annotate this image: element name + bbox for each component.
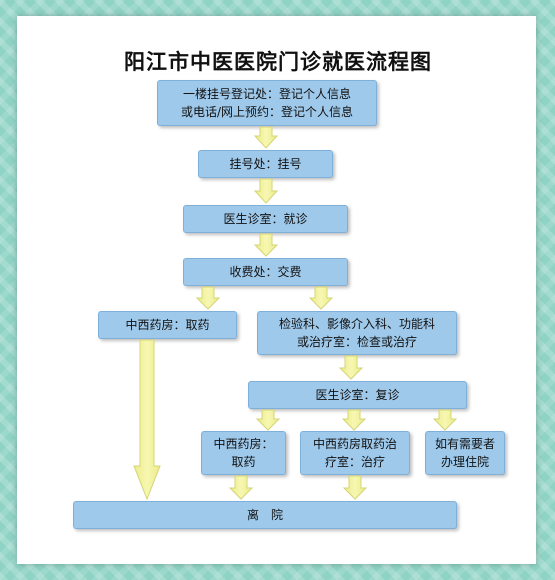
step-pharmacy-a-label: 中西药房：取药 bbox=[125, 318, 210, 332]
step-register: 一楼挂号登记处：登记个人信息 或电话/网上预约：登记个人信息 bbox=[157, 80, 377, 126]
step-payment-label: 收费处：交费 bbox=[229, 265, 302, 279]
step-pharmacy-a: 中西药房：取药 bbox=[98, 311, 237, 339]
step-payment: 收费处：交费 bbox=[183, 258, 348, 286]
step-revisit-label: 医生诊室：复诊 bbox=[315, 388, 400, 402]
step-doctor: 医生诊室：就诊 bbox=[183, 205, 348, 233]
step-hospitalize-line2: 办理住院 bbox=[440, 455, 489, 469]
step-exam: 检验科、影像介入科、功能科 或治疗室：检查或治疗 bbox=[257, 311, 457, 355]
step-doctor-label: 医生诊室：就诊 bbox=[223, 212, 308, 226]
page-title: 阳江市中医医院门诊就医流程图 bbox=[124, 50, 432, 74]
step-revisit: 医生诊室：复诊 bbox=[248, 381, 467, 409]
step-pharmacy-b: 中西药房： 取药 bbox=[201, 431, 286, 475]
step-guahao-label: 挂号处：挂号 bbox=[229, 157, 302, 171]
step-leave: 离 院 bbox=[73, 501, 457, 529]
step-hospitalize: 如有需要者 办理住院 bbox=[425, 431, 505, 475]
step-guahao: 挂号处：挂号 bbox=[198, 150, 333, 178]
step-pharmacy-treatment-line2: 疗室：治疗 bbox=[324, 455, 385, 469]
step-leave-label: 离 院 bbox=[246, 508, 283, 522]
step-pharmacy-treatment-line1: 中西药房取药治 bbox=[312, 437, 397, 451]
step-hospitalize-line1: 如有需要者 bbox=[434, 437, 495, 451]
step-exam-line1: 检验科、影像介入科、功能科 bbox=[278, 317, 435, 331]
step-exam-line2: 或治疗室：检查或治疗 bbox=[296, 335, 417, 349]
step-pharmacy-b-line1: 中西药房： bbox=[213, 437, 274, 451]
step-pharmacy-treatment: 中西药房取药治 疗室：治疗 bbox=[300, 431, 410, 475]
step-register-line2: 或电话/网上预约：登记个人信息 bbox=[180, 105, 354, 119]
step-register-line1: 一楼挂号登记处：登记个人信息 bbox=[182, 87, 351, 101]
step-pharmacy-b-line2: 取药 bbox=[231, 455, 256, 469]
